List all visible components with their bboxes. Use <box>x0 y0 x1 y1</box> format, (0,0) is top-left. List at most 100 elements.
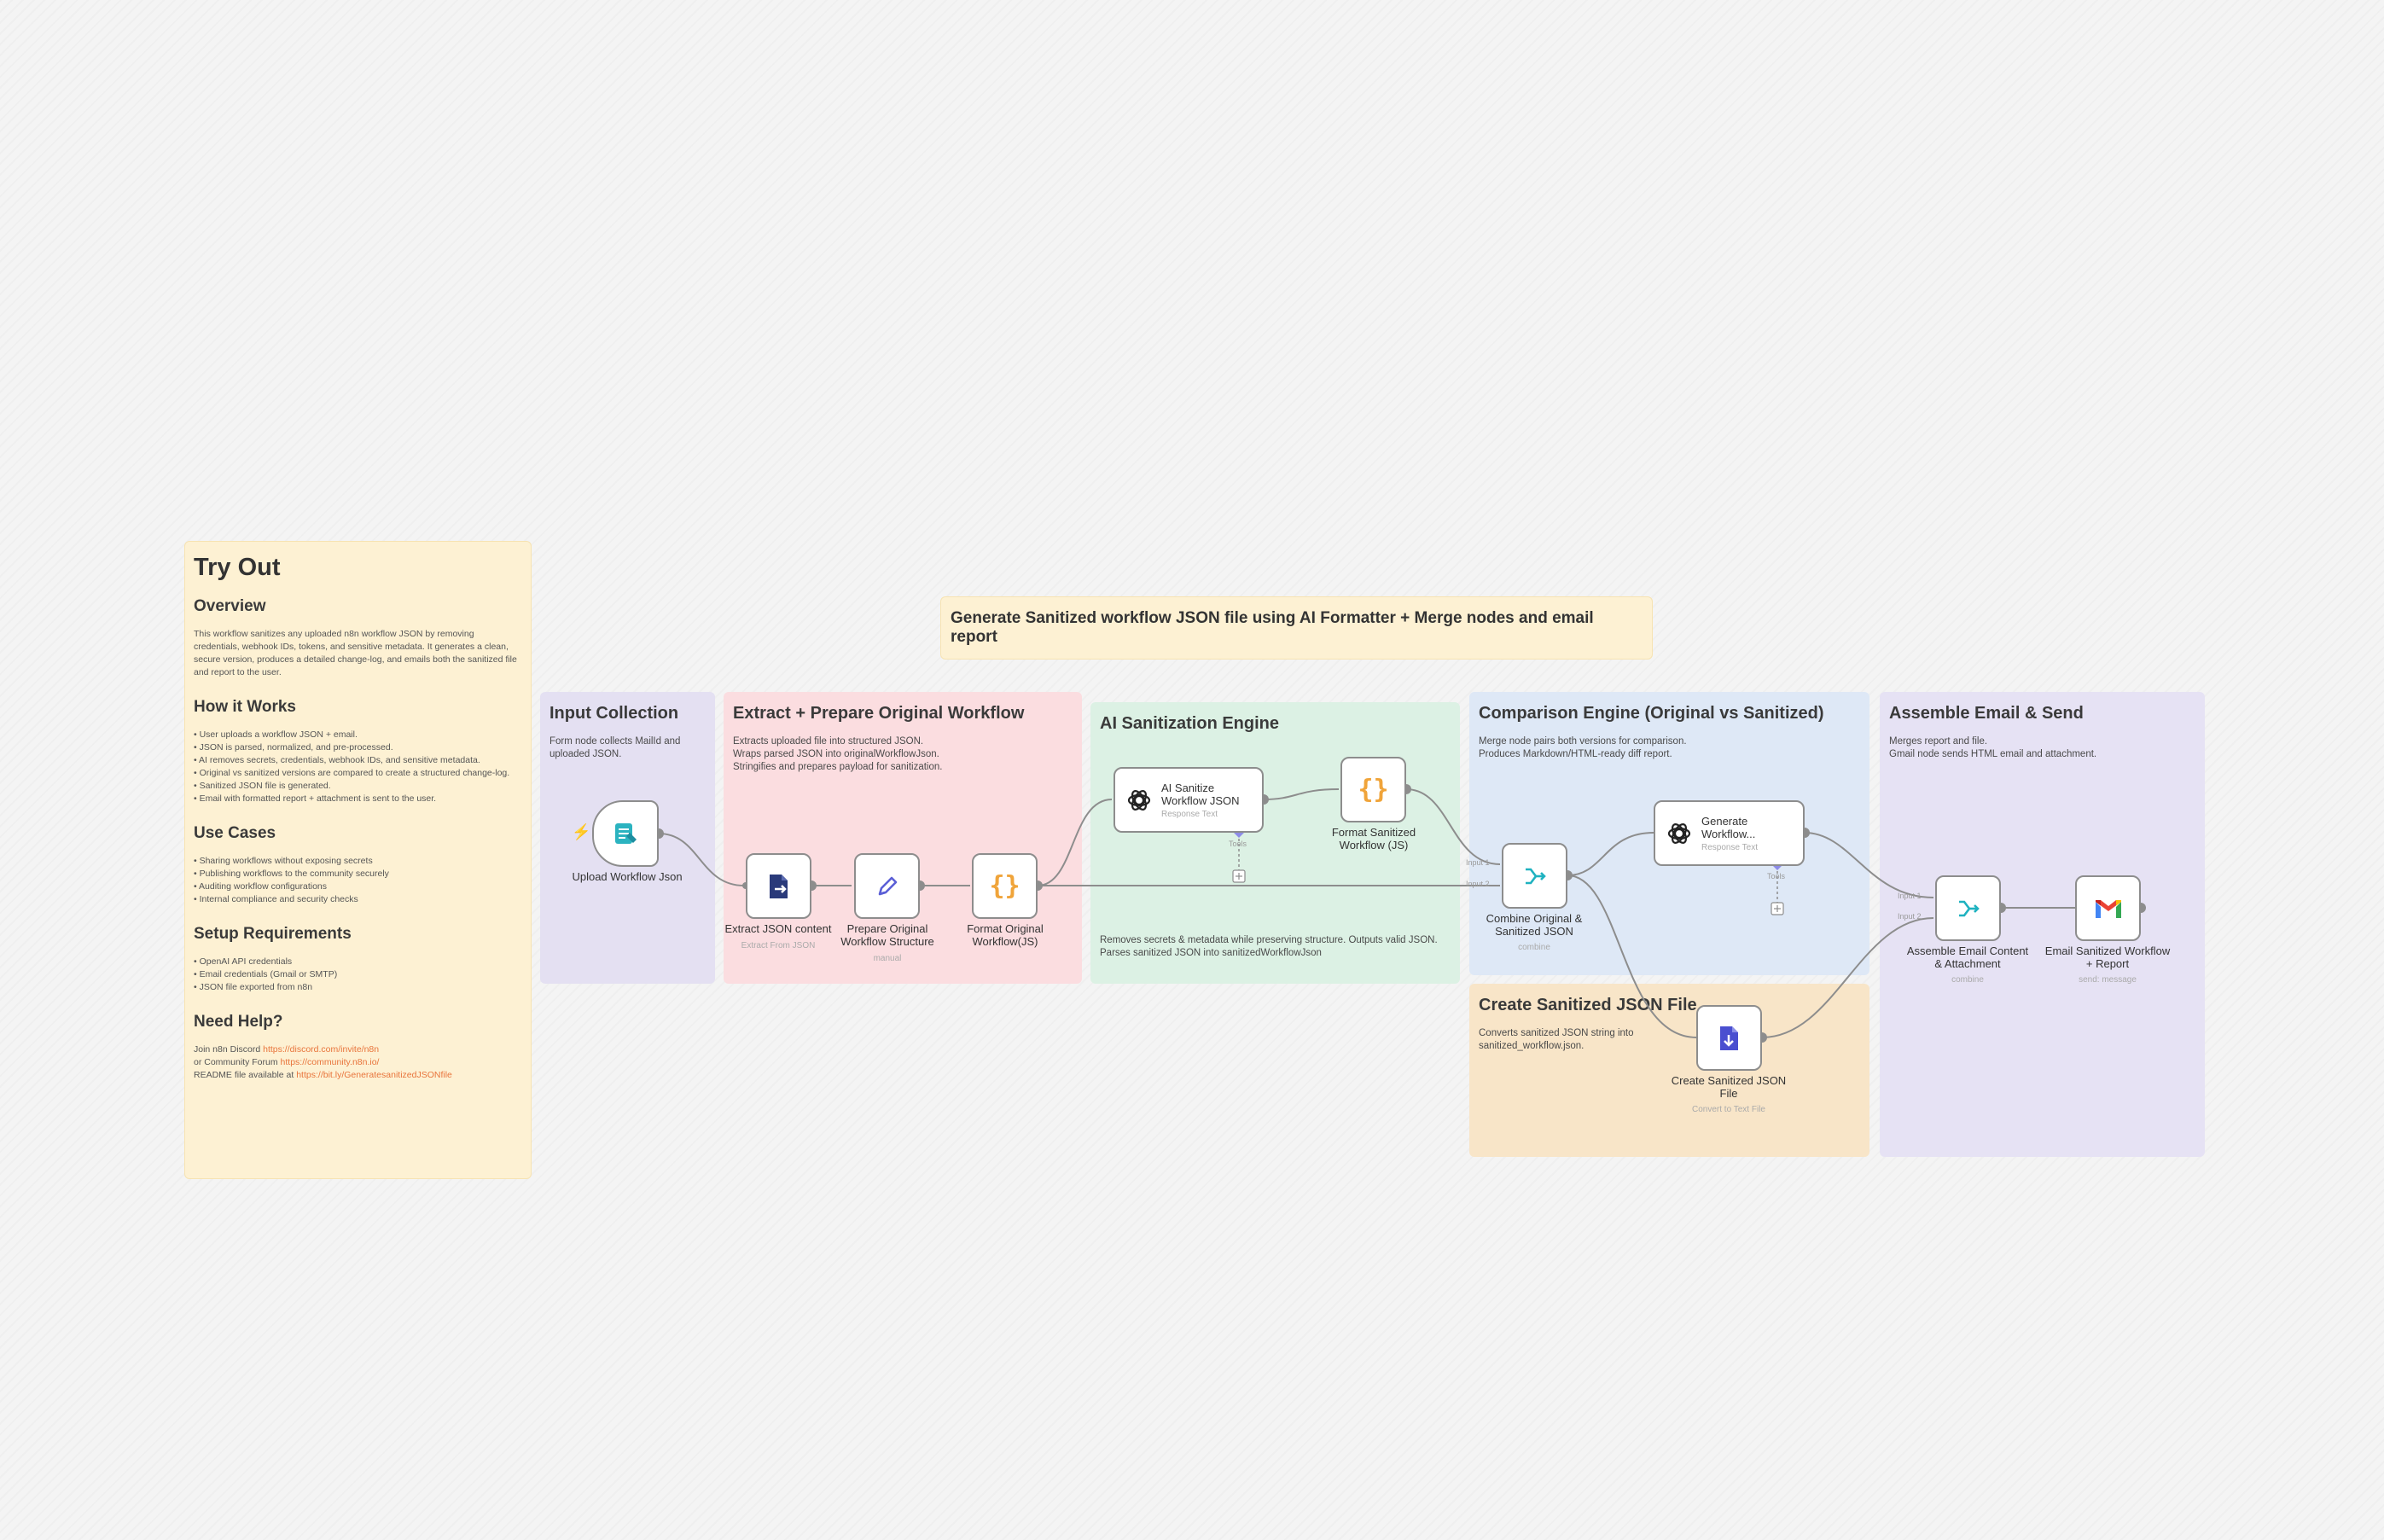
section-extract-prepare[interactable]: Extract + Prepare Original Workflow Extr… <box>724 692 1082 984</box>
help-discord-text: Join n8n Discord <box>194 1044 264 1055</box>
node-label: Format Sanitized Workflow (JS) <box>1331 826 1416 851</box>
list-item: Publishing workflows to the community se… <box>194 868 522 880</box>
list-item: Internal compliance and security checks <box>194 893 522 906</box>
list-item: Original vs sanitized versions are compa… <box>194 767 522 780</box>
node-prepare-original-workflow[interactable] <box>854 853 920 919</box>
help-text: Join n8n Discord https://discord.com/inv… <box>194 1043 522 1082</box>
setup-heading: Setup Requirements <box>194 925 352 943</box>
openai-icon <box>1125 787 1153 814</box>
code-braces-icon: {} <box>989 871 1020 901</box>
use-cases-heading: Use Cases <box>194 824 276 842</box>
pencil-icon <box>875 874 900 899</box>
list-item: JSON file exported from n8n <box>194 981 522 994</box>
node-label: Upload Workflow Json <box>572 870 683 883</box>
node-subtitle: Extract From JSON <box>741 941 816 950</box>
section-title: Create Sanitized JSON File <box>1479 996 1697 1014</box>
node-subtitle: manual <box>873 954 902 963</box>
section-title: Extract + Prepare Original Workflow <box>733 704 1025 723</box>
overview-heading: Overview <box>194 597 266 615</box>
tryout-title: Try Out <box>194 554 281 581</box>
list-item: Sanitized JSON file is generated. <box>194 780 522 793</box>
input-2-label: Input 2 <box>1898 912 1922 921</box>
forum-link[interactable]: https://community.n8n.io/ <box>280 1057 380 1067</box>
node-label: Format Original Workflow(JS) <box>967 922 1044 948</box>
node-email-sanitized-workflow[interactable] <box>2075 875 2141 941</box>
node-subtitle: send: message <box>2079 975 2137 985</box>
discord-link[interactable]: https://discord.com/invite/n8n <box>263 1044 380 1055</box>
openai-icon <box>1666 820 1693 847</box>
input-1-label: Input 1 <box>1898 892 1922 900</box>
list-item: Email with formatted report + attachment… <box>194 793 522 805</box>
tryout-sticky-note[interactable]: Try Out Overview This workflow sanitizes… <box>184 541 532 1179</box>
node-assemble-email-content[interactable] <box>1935 875 2001 941</box>
node-combine-original-sanitized[interactable] <box>1502 843 1567 909</box>
file-extract-icon <box>766 873 792 900</box>
use-cases-list: Sharing workflows without exposing secre… <box>194 855 522 906</box>
form-icon <box>613 821 638 846</box>
node-text: Generate Workflow... Response Text <box>1701 815 1758 852</box>
banner-sticky-note[interactable]: Generate Sanitized workflow JSON file us… <box>940 596 1653 660</box>
list-item: OpenAI API credentials <box>194 956 522 968</box>
node-extract-json-content[interactable] <box>746 853 811 919</box>
input-1-label: Input 1 <box>1466 858 1490 867</box>
section-title: Assemble Email & Send <box>1889 704 2084 723</box>
readme-link[interactable]: https://bit.ly/GeneratesanitizedJSONfile <box>296 1070 452 1080</box>
node-label: Extract JSON content <box>724 922 832 935</box>
node-label: Combine Original & Sanitized JSON <box>1486 912 1583 938</box>
node-label: AI Sanitize Workflow JSON <box>1161 781 1240 807</box>
file-convert-icon <box>1717 1025 1742 1052</box>
node-upload-workflow-json[interactable] <box>592 800 659 867</box>
list-item: Auditing workflow configurations <box>194 880 522 893</box>
node-label: Assemble Email Content & Attachment <box>1906 944 2029 970</box>
section-title: Input Collection <box>549 704 679 723</box>
node-format-original-workflow[interactable]: {} <box>972 853 1038 919</box>
section-title: AI Sanitization Engine <box>1100 714 1280 733</box>
overview-text: This workflow sanitizes any uploaded n8n… <box>194 629 517 677</box>
help-readme-text: README file available at <box>194 1070 297 1080</box>
list-item: Sharing workflows without exposing secre… <box>194 855 522 868</box>
list-item: AI removes secrets, credentials, webhook… <box>194 754 522 767</box>
banner-title: Generate Sanitized workflow JSON file us… <box>951 609 1594 646</box>
list-item: JSON is parsed, normalized, and pre-proc… <box>194 741 522 754</box>
trigger-bolt-icon: ⚡ <box>572 823 591 840</box>
node-text: AI Sanitize Workflow JSON Response Text <box>1161 782 1240 819</box>
section-description: Form node collects MailId and uploaded J… <box>549 736 681 759</box>
section-create-sanitized-file[interactable]: Create Sanitized JSON File Converts sani… <box>1469 984 1869 1157</box>
node-create-sanitized-file[interactable] <box>1696 1005 1762 1071</box>
section-title: Comparison Engine (Original vs Sanitized… <box>1479 704 1824 723</box>
merge-icon <box>1522 863 1548 889</box>
setup-list: OpenAI API credentials Email credentials… <box>194 956 522 994</box>
section-ai-sanitization[interactable]: AI Sanitization Engine Removes secrets &… <box>1090 702 1460 984</box>
merge-icon <box>1956 896 1981 921</box>
gmail-icon <box>2094 898 2123 920</box>
node-label: Create Sanitized JSON File <box>1671 1074 1787 1100</box>
section-description: Merges report and file. Gmail node sends… <box>1889 736 2097 759</box>
node-label: Prepare Original Workflow Structure <box>840 922 934 948</box>
node-ai-sanitize-workflow[interactable]: AI Sanitize Workflow JSON Response Text <box>1114 767 1264 833</box>
node-label: Email Sanitized Workflow + Report <box>2044 944 2171 970</box>
node-format-sanitized-workflow[interactable]: {} <box>1340 757 1406 822</box>
node-label: Generate Workflow... <box>1701 814 1756 840</box>
list-item: User uploads a workflow JSON + email. <box>194 729 522 741</box>
how-it-works-list: User uploads a workflow JSON + email. JS… <box>194 729 522 805</box>
how-it-works-heading: How it Works <box>194 698 296 716</box>
list-item: Email credentials (Gmail or SMTP) <box>194 968 522 981</box>
section-assemble-email[interactable]: Assemble Email & Send Merges report and … <box>1880 692 2205 1157</box>
node-subtitle: Response Text <box>1701 842 1758 852</box>
node-generate-workflow-report[interactable]: Generate Workflow... Response Text <box>1654 800 1805 866</box>
node-subtitle: Convert to Text File <box>1692 1105 1765 1114</box>
node-subtitle: combine <box>1518 943 1550 952</box>
code-braces-icon: {} <box>1358 775 1389 805</box>
section-description: Removes secrets & metadata while preserv… <box>1100 935 1438 958</box>
node-subtitle: combine <box>1951 975 1984 985</box>
tools-label: Tools <box>1229 840 1247 848</box>
node-subtitle: Response Text <box>1161 809 1218 819</box>
tools-label: Tools <box>1767 872 1786 880</box>
need-help-heading: Need Help? <box>194 1013 283 1031</box>
section-description: Converts sanitized JSON string into sani… <box>1479 1028 1634 1051</box>
section-description: Merge node pairs both versions for compa… <box>1479 736 1687 759</box>
section-description: Extracts uploaded file into structured J… <box>733 736 943 772</box>
help-forum-text: or Community Forum <box>194 1057 281 1067</box>
input-2-label: Input 2 <box>1466 880 1490 888</box>
